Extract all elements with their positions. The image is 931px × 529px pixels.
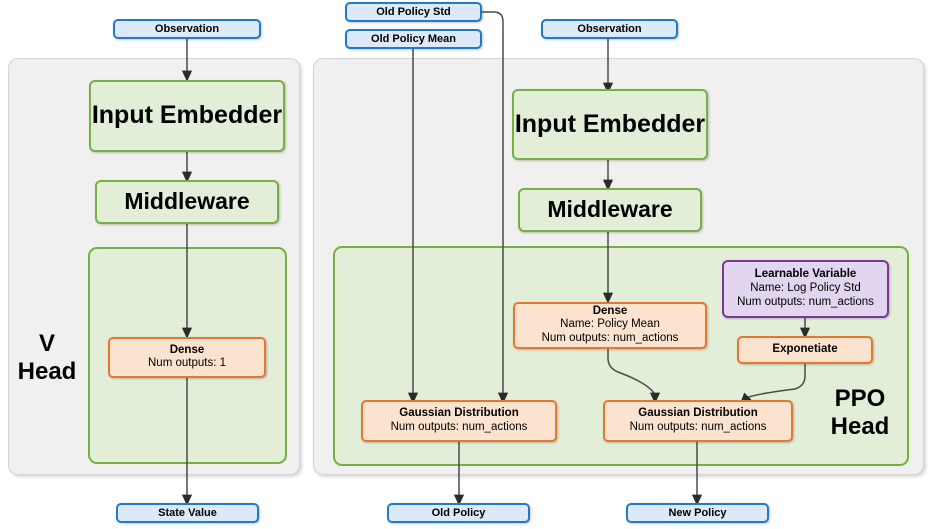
v-head-middleware[interactable]: Middleware <box>95 180 279 224</box>
v-head-dense-subtitle: Num outputs: 1 <box>148 357 226 370</box>
v-head-label: V Head <box>14 330 80 385</box>
ppo-head-middleware-label: Middleware <box>547 196 673 223</box>
ppo-head-middleware[interactable]: Middleware <box>518 188 702 232</box>
ppo-head-dense-policy-mean[interactable]: Dense Name: Policy Mean Num outputs: num… <box>513 302 707 349</box>
v-head-label-line2: Head <box>17 357 77 385</box>
v-head-input-embedder-label: Input Embedder <box>91 101 283 130</box>
input-node-observation-right[interactable]: Observation <box>541 19 678 39</box>
input-node-old-policy-mean-label: Old Policy Mean <box>371 32 456 45</box>
ppo-head-dense-subtitle-name: Name: Policy Mean <box>560 318 660 331</box>
v-head-dense-title: Dense <box>169 343 205 356</box>
output-node-old-policy-label: Old Policy <box>431 506 486 519</box>
v-head-dense[interactable]: Dense Num outputs: 1 <box>108 337 266 378</box>
ppo-head-label: PPO Head <box>820 385 900 440</box>
ppo-head-gaussian-distribution-old[interactable]: Gaussian Distribution Num outputs: num_a… <box>361 400 557 442</box>
ppo-head-learnable-variable[interactable]: Learnable Variable Name: Log Policy Std … <box>722 260 889 318</box>
ppo-head-learnable-variable-subtitle-name: Name: Log Policy Std <box>750 281 861 294</box>
input-node-old-policy-std-label: Old Policy Std <box>376 5 451 18</box>
ppo-head-gaussian-distribution-new[interactable]: Gaussian Distribution Num outputs: num_a… <box>603 400 793 442</box>
ppo-head-dense-title: Dense <box>592 304 628 317</box>
v-head-input-embedder[interactable]: Input Embedder <box>89 80 285 152</box>
output-node-state-value-label: State Value <box>158 506 217 519</box>
input-node-old-policy-std[interactable]: Old Policy Std <box>345 2 482 22</box>
input-node-old-policy-mean[interactable]: Old Policy Mean <box>345 29 482 49</box>
ppo-head-exponentiate-label: Exponetiate <box>772 343 838 356</box>
ppo-head-input-embedder[interactable]: Input Embedder <box>512 89 708 160</box>
ppo-head-gaussian-new-subtitle: Num outputs: num_actions <box>629 420 767 433</box>
input-node-observation-right-label: Observation <box>577 22 642 35</box>
v-head-label-line1: V <box>38 330 55 357</box>
ppo-head-gaussian-new-title: Gaussian Distribution <box>638 407 758 420</box>
ppo-head-dense-subtitle-outputs: Num outputs: num_actions <box>541 332 679 345</box>
v-head-middleware-label: Middleware <box>124 188 250 215</box>
output-node-state-value[interactable]: State Value <box>116 503 259 523</box>
ppo-head-label-line2: Head <box>830 412 890 440</box>
ppo-head-learnable-variable-title: Learnable Variable <box>754 268 857 281</box>
ppo-head-exponentiate[interactable]: Exponetiate <box>737 336 873 364</box>
output-node-new-policy[interactable]: New Policy <box>626 503 769 523</box>
ppo-head-label-line1: PPO <box>834 385 886 412</box>
ppo-head-gaussian-old-subtitle: Num outputs: num_actions <box>390 420 528 433</box>
output-node-new-policy-label: New Policy <box>668 506 727 519</box>
ppo-head-gaussian-old-title: Gaussian Distribution <box>399 407 519 420</box>
ppo-head-learnable-variable-subtitle-outputs: Num outputs: num_actions <box>737 295 874 308</box>
ppo-head-input-embedder-label: Input Embedder <box>514 109 706 138</box>
output-node-old-policy[interactable]: Old Policy <box>387 503 530 523</box>
input-node-observation-left-label: Observation <box>154 22 220 35</box>
input-node-observation-left[interactable]: Observation <box>113 19 261 39</box>
